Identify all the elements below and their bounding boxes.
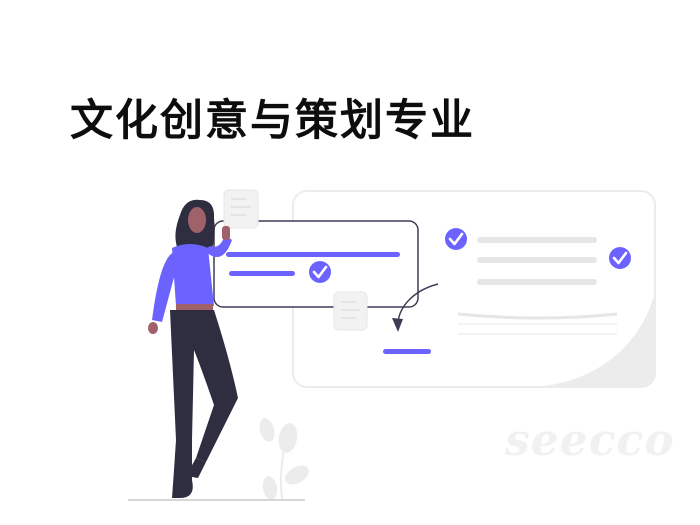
check-icon: [609, 247, 631, 269]
plant-icon: [259, 418, 309, 501]
check-icon: [309, 261, 331, 283]
woman-figure: [148, 199, 238, 498]
arrow-icon: [392, 283, 439, 332]
accent-bar: [383, 349, 431, 354]
document-icon: [333, 291, 368, 331]
watermark-text: seecco: [505, 415, 675, 466]
document-icon: [223, 189, 259, 229]
page-title: 文化创意与策划专业: [70, 96, 475, 146]
check-icon: [445, 228, 467, 250]
